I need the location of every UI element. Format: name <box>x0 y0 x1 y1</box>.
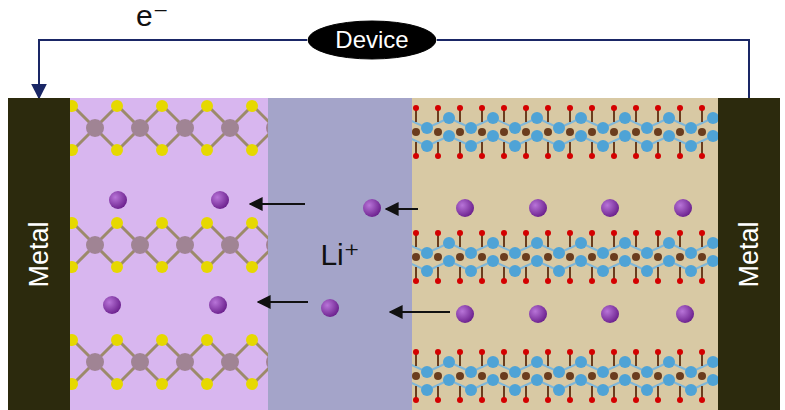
device-label: Device <box>335 26 408 54</box>
sulfide-lattice <box>70 100 268 390</box>
device-ellipse: Device <box>307 20 437 60</box>
metal-label: Metal <box>734 221 765 287</box>
metal-contact: Metal <box>8 98 70 410</box>
anode-layer <box>70 98 268 410</box>
electrolyte-band <box>268 98 412 410</box>
electrolyte-region: Li⁺ <box>268 98 412 410</box>
metal-contact: Metal <box>718 98 780 410</box>
ion-label: Li⁺ <box>320 237 359 272</box>
electron-label: e⁻ <box>136 0 169 33</box>
circuit-wire <box>39 40 307 98</box>
cathode-layer <box>412 98 718 410</box>
oxide-lattice <box>412 105 718 403</box>
lithium-ions <box>103 191 694 323</box>
metal-label: Metal <box>24 221 55 287</box>
circuit-wire <box>437 40 749 98</box>
ion-arrows <box>250 204 450 312</box>
